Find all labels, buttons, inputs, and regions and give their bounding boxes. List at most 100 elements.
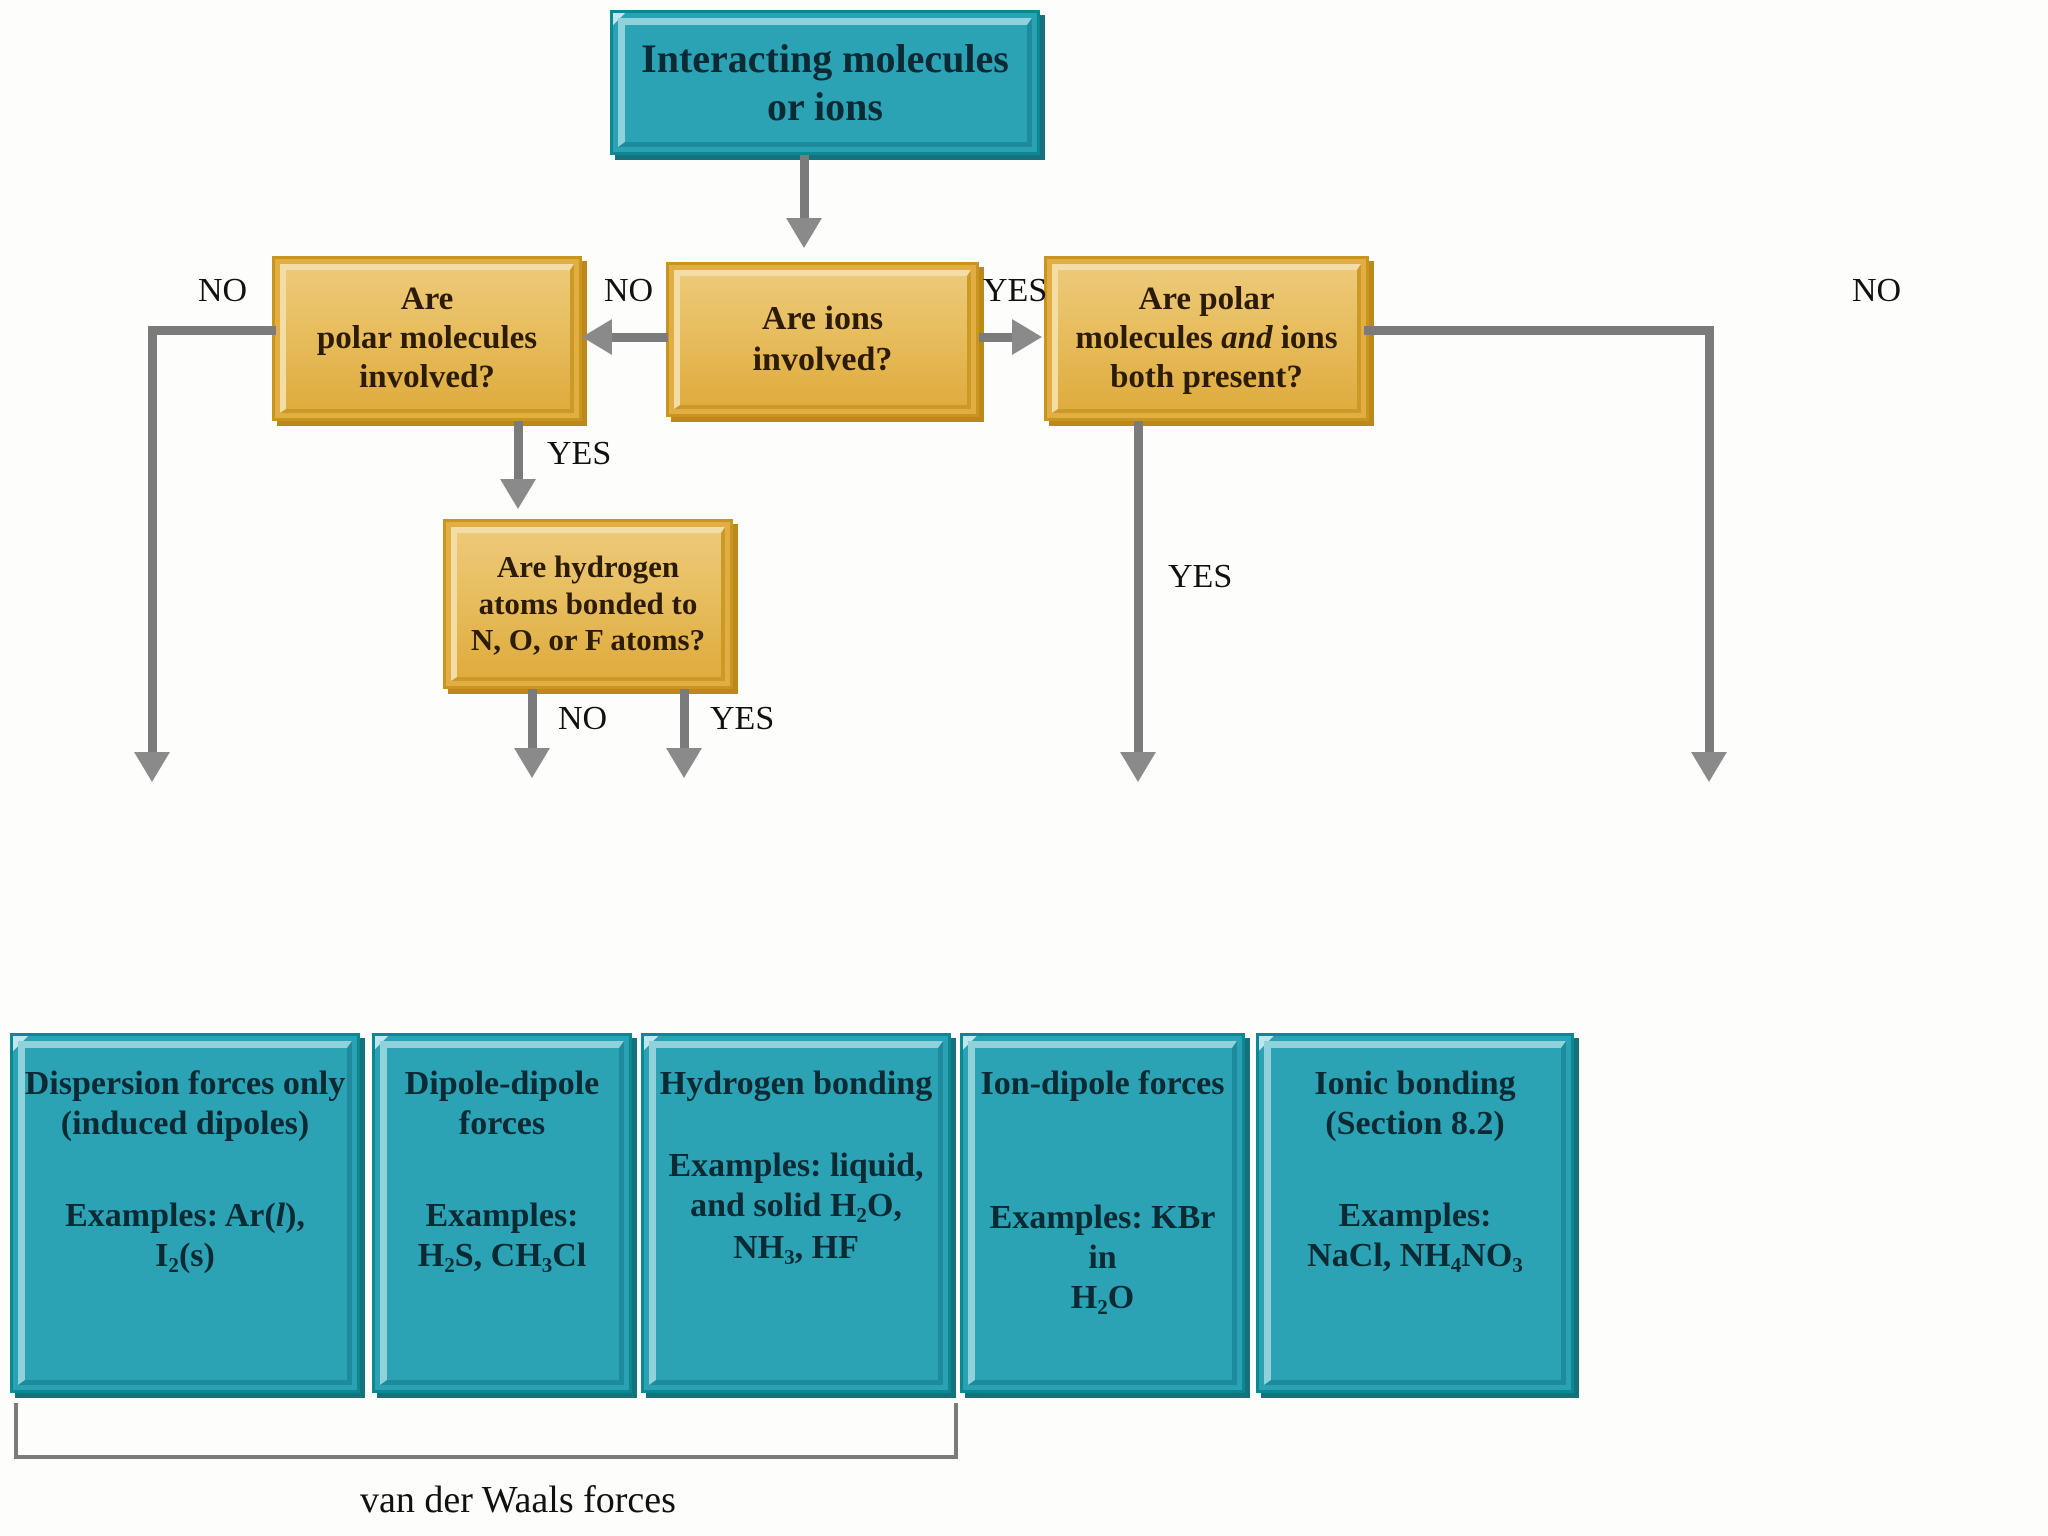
node-ionic-ex-pre: NaCl, NH [1307,1237,1451,1275]
node-iondipole-title1: Ion-dipole forces [980,1065,1225,1102]
arrowhead-ions-to-polar-ions [1012,319,1042,355]
node-dipole-examples-label: Examples: [425,1197,579,1235]
node-dispersion-ex-post: ), [285,1197,305,1235]
node-polar-ions-text: Are polar molecules and ions both presen… [1047,280,1366,397]
node-ion-dipole-forces: Ion-dipole forces Examples: KBr in H2O [960,1033,1245,1393]
node-ions-line2: involved? [752,340,893,378]
node-polar-ions-line2a: molecules [1075,320,1222,357]
arrowhead-hbond-no [514,748,550,778]
node-dispersion-title2: (induced dipoles) [60,1105,310,1143]
node-ionic-ex-sub1: 4 [1450,1253,1462,1278]
node-polar-ions-line2: molecules and ions [1057,319,1356,358]
node-iondipole-examples-line1: Examples: KBr in [989,1199,1216,1277]
connector-polarions-no-horizontal [1364,326,1714,335]
node-polar-ions-line1: Are polar [1138,281,1275,318]
node-polar-line1: Are [400,281,454,318]
van-der-waals-caption: van der Waals forces [360,1479,676,1521]
node-ionic-ex-mid: NO [1461,1237,1513,1275]
arrowhead-polarions-yes [1120,752,1156,782]
connector-polar-yes-vertical [514,421,523,487]
node-ionic-title2: (Section 8.2) [1325,1105,1505,1143]
node-dispersion-i2-post: (s) [178,1237,215,1275]
node-polar-ions-line2c: ions [1272,320,1338,357]
node-hydrogen-nh3-sub: 3 [784,1244,795,1269]
connector-start-to-ions [800,155,809,225]
node-ionic-title1: Ionic bonding [1314,1065,1516,1102]
edge-label-yes-hbond: YES [710,700,775,737]
node-hydrogen-h2o-pre: and solid H [690,1187,857,1225]
node-hydrogen-examples-line1: Examples: liquid, [668,1147,924,1185]
node-iondipole-examples-line2: H2O [973,1278,1232,1320]
node-ions-line1: Are ions [761,300,884,338]
node-dispersion-examples-line1: Examples: Ar(l), [23,1196,347,1236]
edge-label-no-left-outer: NO [198,272,248,309]
node-start-text: Interacting molecules or ions [613,35,1037,129]
node-dispersion-title1: Dispersion forces only [24,1065,346,1102]
connector-hbond-yes-vertical [680,689,689,752]
node-dispersion-ex-italic-l: l [275,1197,286,1235]
arrowhead-polar-no-to-dispersion [134,752,170,782]
node-dispersion-examples-line2: I2(s) [23,1236,347,1278]
node-are-hydrogen-atoms-bonded: Are hydrogen atoms bonded to N, O, or F … [443,519,733,689]
node-dispersion-i2-pre: I [155,1237,169,1275]
node-hbond-line1: Are hydrogen [496,549,680,585]
connector-polarions-yes-vertical [1134,421,1143,758]
node-ions-text: Are ions involved? [669,299,976,379]
node-dipole-h2s-pre: H [417,1237,445,1275]
node-hydrogen-examples-line3: NH3, HF [654,1228,938,1270]
node-are-polar-molecules-involved: Are polar molecules involved? [272,256,582,421]
node-hydrogen-nh3-post: , HF [794,1228,859,1266]
node-hydrogen-h2o-sub: 2 [856,1203,867,1228]
node-dispersion-i2-sub: 2 [168,1253,179,1278]
node-dispersion-forces: Dispersion forces only (induced dipoles)… [10,1033,360,1393]
node-hydrogen-nh3-pre: NH [733,1228,785,1266]
node-polar-ions-line3: both present? [1110,358,1303,395]
node-polar-text: Are polar molecules involved? [275,280,579,397]
node-hydrogen-text: Hydrogen bonding Examples: liquid, and s… [644,1036,948,1270]
node-dispersion-ex-pre: Examples: Ar( [65,1197,276,1235]
node-ionic-text: Ionic bonding (Section 8.2) Examples: Na… [1259,1036,1571,1278]
edge-label-no-right-outer: NO [1852,272,1902,309]
node-dipole-ch3cl-sub: 3 [541,1253,553,1278]
node-are-polar-molecules-and-ions-both-present: Are polar molecules and ions both presen… [1044,256,1369,421]
node-ionic-examples-line2: NaCl, NH4NO3 [1269,1236,1561,1278]
node-hbond-line2: atoms bonded to [478,585,698,621]
edge-label-yes-polar-down: YES [547,435,612,472]
node-dipole-title2: forces [458,1105,546,1143]
node-hydrogen-h2o-post: O, [866,1187,902,1225]
node-dipole-dipole-forces: Dipole-dipole forces Examples: H2S, CH3C… [372,1033,632,1393]
arrowhead-hbond-yes [666,748,702,778]
connector-polar-no-vertical [148,326,157,758]
node-iondipole-h2o-pre: H [1070,1279,1098,1317]
connector-hbond-no-vertical [528,689,537,752]
node-dispersion-text: Dispersion forces only (induced dipoles)… [13,1036,357,1278]
node-iondipole-text: Ion-dipole forces Examples: KBr in H2O [963,1036,1242,1320]
node-hydrogen-bonding: Hydrogen bonding Examples: liquid, and s… [641,1033,951,1393]
edge-label-yes-center-right: YES [983,272,1048,309]
node-ionic-ex-sub2: 3 [1512,1253,1523,1278]
node-hydrogen-examples-line2: and solid H2O, [654,1186,938,1228]
arrowhead-polar-yes [500,479,536,509]
connector-ions-to-polar [612,333,668,342]
node-hydrogen-title1: Hydrogen bonding [659,1065,933,1102]
node-interacting-molecules-or-ions: Interacting molecules or ions [610,10,1040,155]
edge-label-no-hbond: NO [558,700,608,737]
node-start-line1: Interacting molecules [641,36,1009,82]
edge-label-no-center-left: NO [604,272,654,309]
node-polar-line3: involved? [359,358,495,395]
node-dipole-ch3cl-post: Cl [552,1237,587,1275]
node-iondipole-h2o-sub: 2 [1097,1295,1108,1320]
connector-ions-to-polar-ions [979,333,1015,342]
node-dipole-examples-line2: H2S, CH3Cl [385,1236,619,1278]
node-hbond-text: Are hydrogen atoms bonded to N, O, or F … [446,549,730,659]
node-polar-line2: polar molecules [316,320,538,357]
edge-label-yes-polar-ions: YES [1168,558,1233,595]
node-ionic-bonding: Ionic bonding (Section 8.2) Examples: Na… [1256,1033,1574,1393]
node-polar-ions-and-italic: and [1221,320,1273,357]
node-start-line2: or ions [767,83,883,129]
node-hbond-line3: N, O, or F atoms? [470,622,706,658]
node-dipole-h2s-sub: 2 [444,1253,455,1278]
node-dipole-h2s-post: S, CH [454,1237,542,1275]
connector-polarions-no-vertical [1705,326,1714,758]
